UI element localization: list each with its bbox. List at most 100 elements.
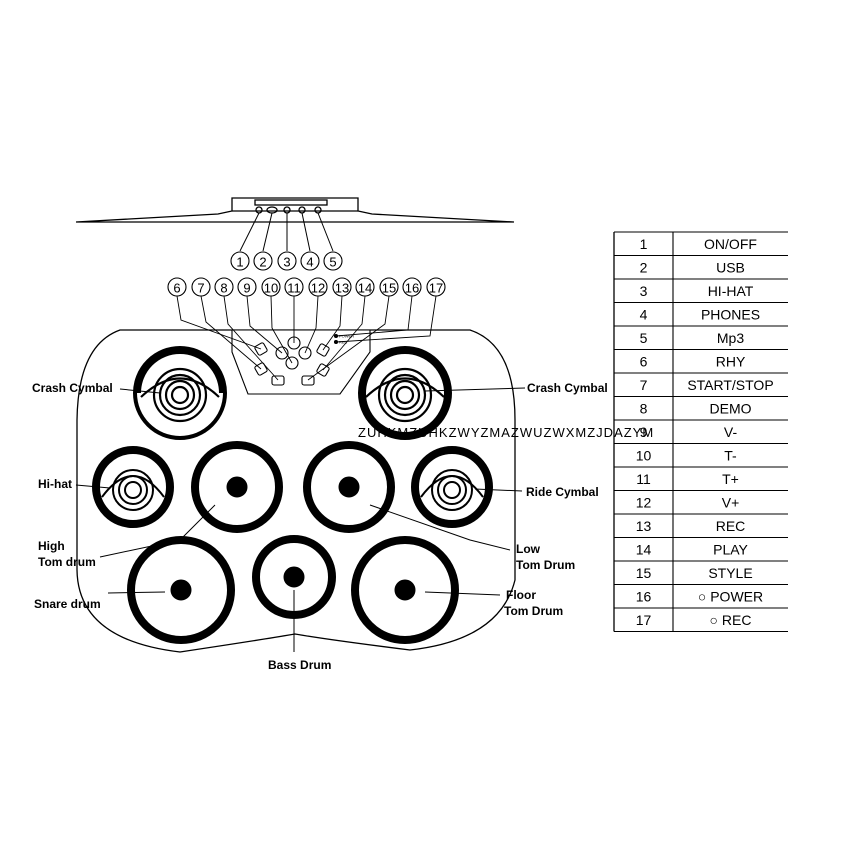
legend-function-13: REC: [716, 518, 746, 534]
legend-function-8: DEMO: [710, 400, 752, 416]
legend-function-2: USB: [716, 259, 745, 275]
legend-number-12: 12: [636, 494, 652, 510]
label-hi-hat: Hi-hat: [38, 477, 72, 491]
panel-callout-number-4: 9: [243, 281, 250, 296]
panel-callout-circle-6: [284, 277, 304, 297]
kit-outline: [76, 329, 516, 653]
legend-function-12: V+: [722, 494, 740, 510]
legend-function-9: V-: [724, 424, 738, 440]
top-callout-number-4: 4: [306, 255, 313, 270]
legend-function-17: ○ REC: [710, 612, 752, 628]
panel-leader-lines: [176, 295, 437, 381]
control-panel: POWER REC: [231, 329, 371, 395]
legend-function-15: STYLE: [708, 565, 752, 581]
top-callout-number-3: 3: [283, 255, 290, 270]
top-callout-circle-2: [253, 251, 273, 271]
low-tom-pad[interactable]: [303, 441, 395, 533]
legend-function-5: Mp3: [717, 330, 744, 346]
legend-function-16: ○ POWER: [698, 588, 763, 604]
top-callout-number-2: 2: [259, 255, 266, 270]
power-led-label: POWER: [339, 334, 354, 339]
legend-number-10: 10: [636, 447, 652, 463]
label-crash-cymbal-right: Crash Cymbal: [527, 381, 608, 395]
label-snare-drum: Snare drum: [34, 597, 101, 611]
label-high-tom-2: Tom drum: [38, 555, 96, 569]
rhy-button[interactable]: [254, 342, 268, 356]
legend-number-14: 14: [636, 541, 652, 557]
watermark-text: ZUHKMZUHKZWYZMAZWUZWXMZJDAZYM: [358, 425, 654, 440]
legend-function-1: ON/OFF: [704, 236, 757, 252]
panel-callout-circle-7: [308, 277, 328, 297]
style-button[interactable]: [301, 375, 315, 386]
play-button[interactable]: [316, 363, 330, 377]
legend-function-4: PHONES: [701, 306, 760, 322]
high-tom-pad[interactable]: [191, 441, 283, 533]
panel-callout-number-9: 14: [358, 281, 372, 296]
legend-number-9: 9: [640, 424, 648, 440]
label-ride-cymbal: Ride Cymbal: [526, 485, 599, 499]
snare-drum-pad[interactable]: [127, 536, 235, 644]
top-callout-number-1: 1: [236, 255, 243, 270]
panel-callout-number-7: 12: [311, 281, 325, 296]
ride-cymbal-pad[interactable]: [411, 446, 493, 528]
panel-callout-number-8: 13: [335, 281, 349, 296]
panel-callout-circle-11: [402, 277, 422, 297]
panel-callout-number-11: 16: [405, 281, 419, 296]
panel-callout-number-1: 6: [173, 281, 180, 296]
legend-number-4: 4: [640, 306, 648, 322]
label-crash-cymbal-left: Crash Cymbal: [32, 381, 113, 395]
top-callout-circle-4: [300, 251, 320, 271]
side-view-ports: [254, 199, 328, 206]
panel-callout-circle-4: [237, 277, 257, 297]
start-stop-button[interactable]: [254, 362, 268, 376]
legend-number-13: 13: [636, 518, 652, 534]
legend-number-3: 3: [640, 283, 648, 299]
label-bass-drum: Bass Drum: [268, 658, 331, 672]
t-plus-button[interactable]: [298, 346, 312, 360]
panel-callout-circle-3: [214, 277, 234, 297]
legend-number-15: 15: [636, 565, 652, 581]
side-view-body: [75, 197, 515, 223]
v-minus-button[interactable]: [275, 346, 289, 360]
legend-function-11: T+: [722, 471, 739, 487]
panel-callout-circle-5: [261, 277, 281, 297]
legend-function-6: RHY: [716, 353, 746, 369]
legend-number-7: 7: [640, 377, 648, 393]
rec-led-label: REC: [339, 340, 348, 345]
panel-callout-number-6: 11: [287, 281, 301, 296]
panel-callout-number-10: 15: [382, 281, 396, 296]
panel-callout-number-12: 17: [429, 281, 443, 296]
crash-cymbal-left-pad[interactable]: [133, 346, 227, 440]
pad-labels: Crash Cymbal Crash Cymbal Hi-hat Ride Cy…: [32, 381, 608, 672]
top-callout-circle-3: [277, 251, 297, 271]
label-high-tom-1: High: [38, 539, 65, 553]
legend-function-14: PLAY: [713, 541, 748, 557]
legend-number-11: 11: [636, 471, 651, 487]
side-view: [75, 197, 515, 252]
hi-hat-pad[interactable]: [92, 446, 174, 528]
panel-callout-circle-9: [355, 277, 375, 297]
panel-callout-number-2: 7: [197, 281, 204, 296]
legend-number-8: 8: [640, 400, 648, 416]
rec-button[interactable]: [316, 343, 330, 357]
panel-callout-number-3: 8: [220, 281, 227, 296]
pads: [92, 346, 493, 644]
crash-cymbal-right-pad[interactable]: [358, 346, 452, 440]
legend-number-2: 2: [640, 259, 648, 275]
t-minus-button[interactable]: [285, 356, 299, 370]
demo-button[interactable]: [271, 375, 285, 386]
legend-function-10: T-: [724, 447, 737, 463]
floor-tom-pad[interactable]: [351, 536, 459, 644]
label-floor-tom-2: Tom Drum: [504, 604, 563, 618]
legend-number-17: 17: [636, 612, 652, 628]
control-panel-outline: [231, 329, 371, 395]
panel-callout-circle-8: [332, 277, 352, 297]
panel-callout-number-5: 10: [264, 281, 278, 296]
legend-number-16: 16: [636, 588, 652, 604]
panel-callout-circle-10: [379, 277, 399, 297]
top-callout-circle-5: [323, 251, 343, 271]
panel-callouts: 6 7 8 9 10 11 12 13 14 15 16 17: [167, 277, 446, 297]
legend-number-6: 6: [640, 353, 648, 369]
